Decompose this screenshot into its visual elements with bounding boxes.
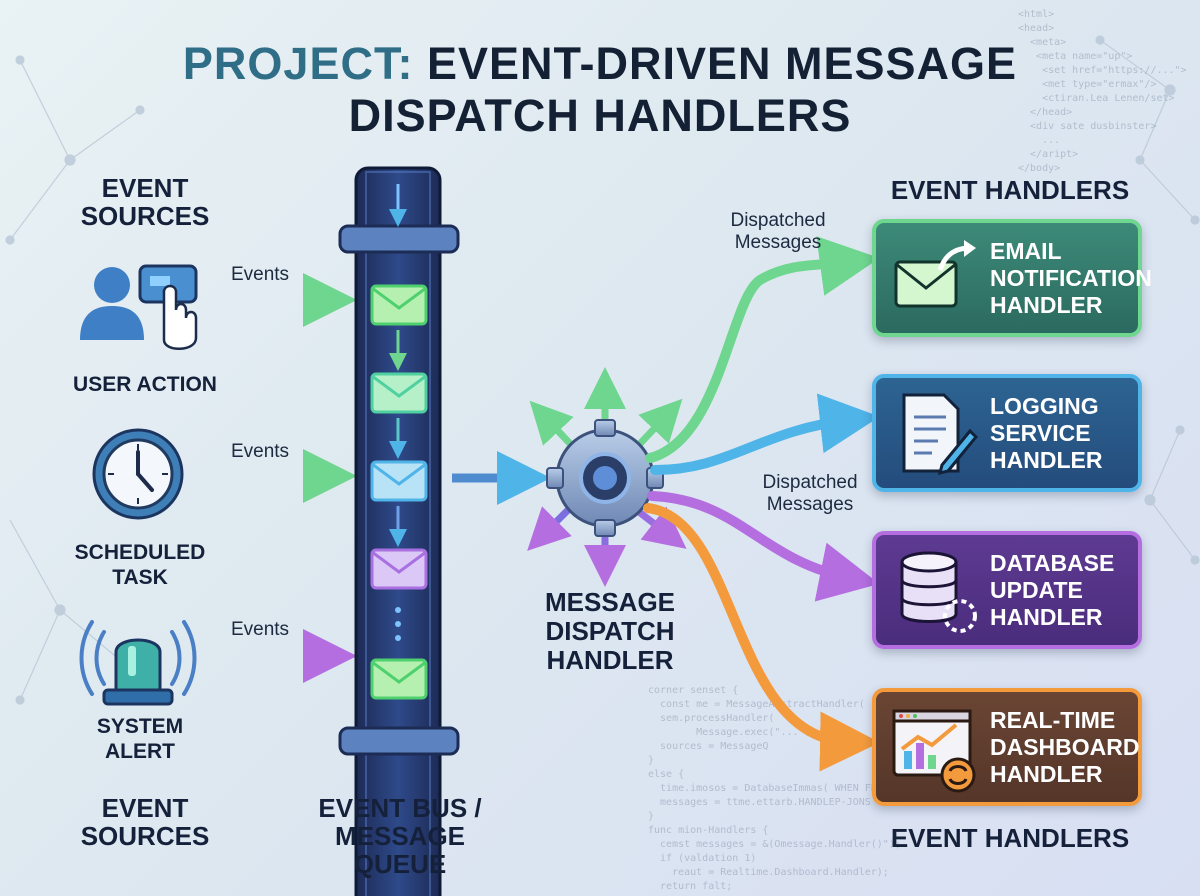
- arrow-label-dispatched-messages: Dispatched Messages: [762, 472, 858, 515]
- arrow-label-events: Events: [230, 264, 290, 285]
- label-event-bus: EVENT BUS / MESSAGE QUEUE: [318, 793, 482, 879]
- database-icon: [900, 551, 977, 633]
- dashboard-chart-icon: [892, 709, 976, 793]
- document-pen-icon: [902, 393, 979, 476]
- queue-messages: [370, 284, 428, 700]
- label-dispatcher: MESSAGE DISPATCH HANDLER: [544, 587, 676, 675]
- label-system-alert: SYSTEM ALERT: [96, 715, 184, 763]
- source-arrows: [208, 273, 357, 683]
- curve-to-logging: [650, 393, 880, 475]
- label-event-handlers-bottom: EVENT HANDLERS: [890, 823, 1130, 853]
- label-event-sources-bottom: EVENT SOURCES: [80, 793, 210, 851]
- handler-logging-service: LOGGING SERVICE HANDLER: [872, 374, 1142, 492]
- title-prefix: PROJECT:: [182, 38, 414, 89]
- code-decoration-bottom: corner senset { const me = MessageAbstra…: [648, 685, 901, 892]
- envelope-icon: [370, 284, 428, 326]
- arrow-label-events: Events: [230, 441, 290, 462]
- handler-label: DATABASE UPDATE HANDLER: [990, 549, 1115, 630]
- curve-to-email: [645, 236, 880, 463]
- alarm-siren-icon: [79, 620, 197, 706]
- label-scheduled-task: SCHEDULED TASK: [74, 541, 206, 589]
- dispatch-curves: [643, 236, 880, 772]
- email-send-icon: [894, 240, 976, 308]
- handler-label: EMAIL NOTIFICATION HANDLER: [990, 237, 1152, 318]
- user-click-icon: [80, 264, 198, 350]
- envelope-icon: [370, 548, 428, 590]
- handler-label: REAL-TIME DASHBOARD HANDLER: [990, 706, 1140, 787]
- envelope-icon: [370, 460, 428, 502]
- tube-ring-top: [338, 224, 460, 254]
- handler-email-notification: EMAIL NOTIFICATION HANDLER: [872, 219, 1152, 337]
- tube-ring-bottom: [338, 726, 460, 756]
- handler-label: LOGGING SERVICE HANDLER: [990, 392, 1103, 473]
- arrow-label-events: Events: [230, 619, 290, 640]
- label-event-handlers-top: EVENT HANDLERS: [890, 175, 1130, 205]
- page-title: PROJECT: EVENT-DRIVEN MESSAGE DISPATCH H…: [130, 38, 1070, 142]
- clock-icon: [92, 428, 184, 520]
- label-user-action: USER ACTION: [73, 373, 217, 396]
- title-main: EVENT-DRIVEN MESSAGE DISPATCH HANDLERS: [348, 38, 1018, 141]
- envelope-icon: [370, 658, 428, 700]
- handler-database-update: DATABASE UPDATE HANDLER: [872, 531, 1142, 649]
- curve-to-dashboard: [643, 503, 880, 772]
- code-decoration-top: <html> <head> <meta> <meta name="up"> <s…: [1018, 9, 1187, 174]
- handler-realtime-dashboard: REAL-TIME DASHBOARD HANDLER: [872, 688, 1142, 806]
- curve-to-database: [647, 491, 880, 602]
- label-event-sources-top: EVENT SOURCES: [80, 173, 210, 231]
- arrow-label-dispatched-messages: Dispatched Messages: [730, 210, 826, 253]
- dispatcher-gear-icon: [527, 367, 687, 587]
- envelope-icon: [370, 372, 428, 414]
